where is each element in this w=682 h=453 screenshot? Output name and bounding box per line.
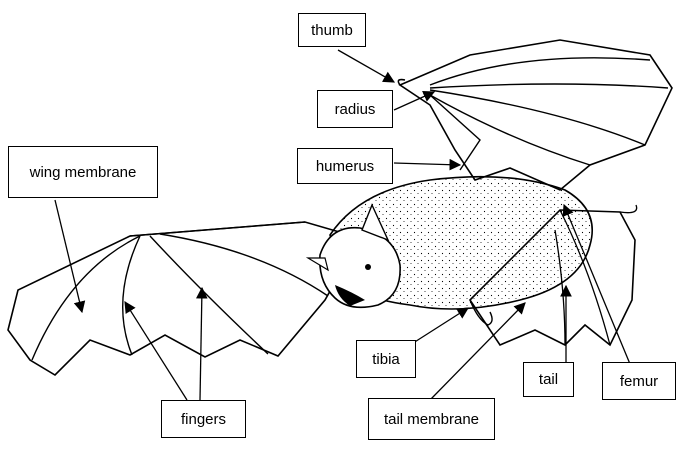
label-tail-membrane: tail membrane <box>368 398 495 440</box>
left-wing <box>8 222 360 375</box>
label-wing-membrane: wing membrane <box>8 146 158 198</box>
label-fingers: fingers <box>161 400 246 438</box>
label-radius: radius <box>317 90 393 128</box>
label-thumb: thumb <box>298 13 366 47</box>
label-tail: tail <box>523 362 574 397</box>
label-tibia: tibia <box>356 340 416 378</box>
bat-eye <box>365 264 371 270</box>
right-wing <box>400 40 672 190</box>
label-femur: femur <box>602 362 676 400</box>
label-humerus: humerus <box>297 148 393 184</box>
